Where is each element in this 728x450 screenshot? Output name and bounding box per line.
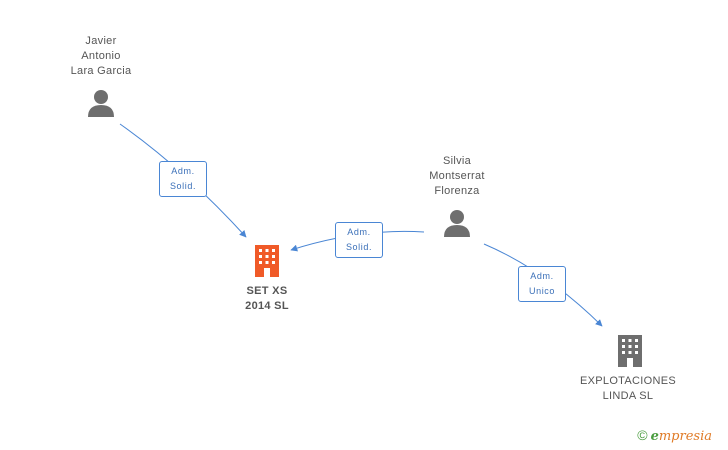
person-name-line: Javier <box>85 35 117 47</box>
building-icon[interactable] <box>615 334 645 368</box>
person-name-silvia[interactable]: Silvia Montserrat Florenza <box>402 154 512 199</box>
company-name-line: LINDA SL <box>602 390 654 402</box>
relation-line: Unico <box>528 286 555 296</box>
relation-line: Adm. <box>171 166 195 176</box>
person-name-line: Antonio <box>81 50 121 62</box>
copyright-symbol: © <box>637 427 648 443</box>
brand-name: mpresia <box>658 429 712 444</box>
company-name-line: SET XS <box>246 285 288 297</box>
relation-line: Solid. <box>345 242 373 252</box>
relation-label[interactable]: Adm. Solid. <box>159 161 207 197</box>
building-icon[interactable] <box>252 244 282 278</box>
brand-initial: e <box>650 429 659 444</box>
company-name-explotaciones[interactable]: EXPLOTACIONES LINDA SL <box>568 374 688 404</box>
relation-label[interactable]: Adm. Solid. <box>335 222 383 258</box>
person-name-line: Florenza <box>434 185 480 197</box>
person-name-line: Silvia <box>442 155 472 167</box>
person-icon[interactable] <box>442 208 472 238</box>
person-icon[interactable] <box>86 88 116 118</box>
empresia-logo: ©empresia <box>637 427 712 444</box>
relation-line: Adm. <box>530 271 554 281</box>
person-name-line: Montserrat <box>429 170 485 182</box>
company-name-line: 2014 SL <box>245 300 289 312</box>
relation-line: Solid. <box>169 181 197 191</box>
person-name-line: Lara Garcia <box>70 65 132 77</box>
relation-line: Adm. <box>347 227 371 237</box>
relation-label[interactable]: Adm. Unico <box>518 266 566 302</box>
company-name-line: EXPLOTACIONES <box>580 375 676 387</box>
person-name-javier[interactable]: Javier Antonio Lara Garcia <box>46 34 156 79</box>
company-name-setxs[interactable]: SET XS 2014 SL <box>212 284 322 314</box>
